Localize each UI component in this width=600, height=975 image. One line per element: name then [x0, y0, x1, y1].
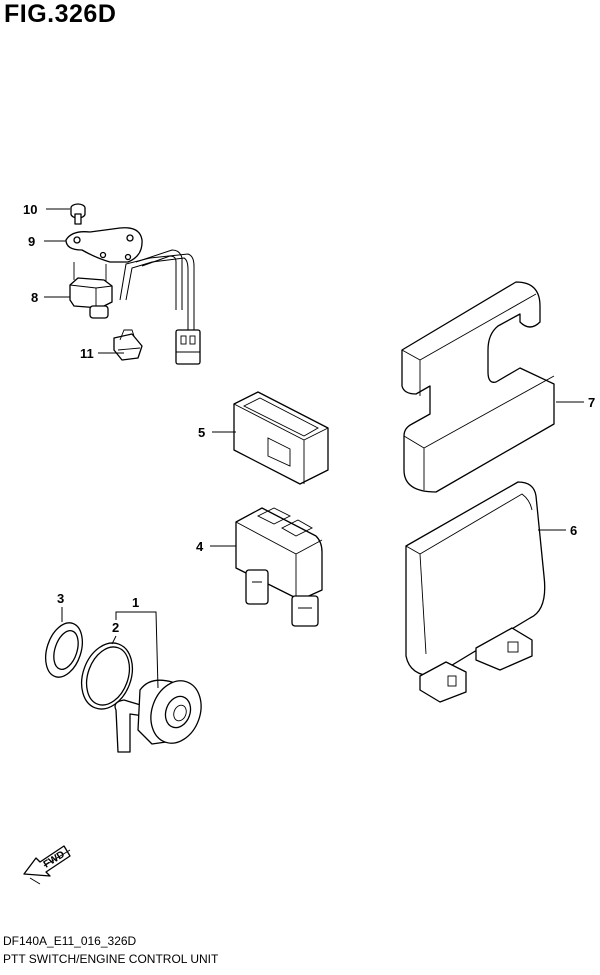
callout-1: 1	[132, 595, 139, 610]
grommet-assembly	[45, 622, 202, 753]
switch-part	[69, 262, 113, 319]
callout-4: 4	[196, 539, 204, 554]
rubber-bracket-part	[401, 281, 555, 493]
leader-lines	[44, 208, 584, 689]
module-part	[235, 507, 323, 627]
callout-8: 8	[31, 290, 38, 305]
callout-2: 2	[112, 620, 119, 635]
screw-part	[70, 203, 86, 225]
callout-5: 5	[198, 425, 205, 440]
callout-3: 3	[57, 591, 64, 606]
o-ring-part	[80, 642, 134, 710]
ecu-part	[405, 481, 546, 703]
nut-ring-part	[45, 622, 83, 678]
clamp-part	[113, 329, 143, 361]
ptt-switch-assembly	[65, 203, 201, 365]
bracket-part	[65, 227, 143, 263]
callout-9: 9	[28, 234, 35, 249]
forward-arrow-icon: FWD	[23, 845, 71, 885]
harness-connector	[175, 329, 201, 365]
figure-code: DF140A_E11_016_326D	[3, 934, 137, 948]
callout-7: 7	[588, 395, 595, 410]
figure-title: FIG.326D	[4, 0, 117, 28]
callout-11: 11	[80, 346, 94, 361]
ptt-switch-part	[114, 679, 202, 753]
callout-6: 6	[570, 523, 577, 538]
figure-caption: PTT SWITCH/ENGINE CONTROL UNIT	[3, 952, 219, 966]
callout-10: 10	[23, 202, 37, 217]
cover-part	[233, 391, 329, 485]
